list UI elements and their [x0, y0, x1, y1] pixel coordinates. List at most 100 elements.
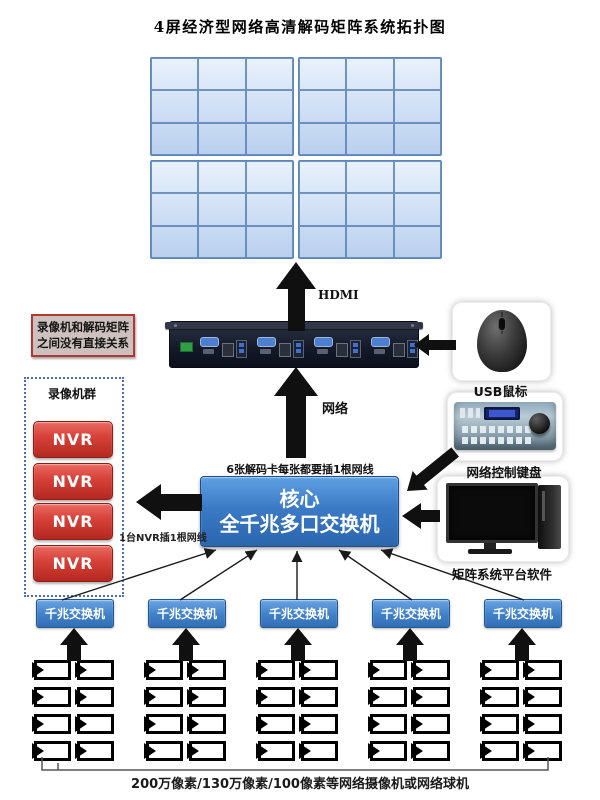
decoder-port-group	[369, 335, 418, 361]
wall-cell	[151, 122, 199, 155]
wall-panel	[298, 57, 442, 156]
cameras-to-switch-arrow	[508, 628, 536, 661]
camera-icon	[413, 714, 450, 734]
mouse-icon	[477, 310, 527, 372]
camera-cluster	[258, 660, 338, 761]
camera-types-note: 200万像素/130万像素/100像素等网络摄像机或网络球机	[131, 777, 469, 792]
camera-icon	[482, 660, 519, 680]
mouse-wheel-icon	[499, 318, 505, 330]
camera-icon	[525, 741, 562, 761]
camera-icon	[77, 687, 114, 707]
keyboard-lcd	[484, 407, 520, 420]
core-to-nvr-arrow	[136, 484, 202, 520]
camera-icon	[77, 741, 114, 761]
camera-icon	[146, 687, 183, 707]
screw-icon	[411, 324, 414, 327]
camera-cluster	[370, 660, 450, 761]
wall-cell	[299, 193, 347, 226]
wall-cell	[151, 58, 199, 91]
wall-cell	[245, 90, 293, 123]
nvr-box: NVR	[33, 545, 113, 582]
platform-pc-image	[437, 476, 569, 562]
wall-panel	[298, 160, 442, 259]
wall-cell	[198, 90, 246, 123]
edge-switch-box: 千兆交换机	[36, 599, 114, 628]
hdmi-port-icon	[203, 349, 214, 354]
nvr-box: NVR	[33, 463, 113, 500]
camera-icon	[370, 714, 407, 734]
decoder-rack-image	[165, 321, 423, 368]
camera-cluster	[146, 660, 226, 761]
diagram-title: 4屏经济型网络高清解码矩阵系统拓扑图	[153, 18, 447, 36]
wall-cell	[346, 90, 394, 123]
wall-cell	[151, 225, 199, 258]
nvr-box: NVR	[33, 503, 113, 540]
camera-icon	[146, 741, 183, 761]
wall-cell	[198, 225, 246, 258]
decoder-port-group	[198, 335, 247, 361]
terminal-block	[180, 342, 193, 352]
warning-line2: 之间没有直接关系	[37, 335, 129, 350]
nvr-group-label: 录像机群	[47, 387, 96, 401]
camera-icon	[146, 660, 183, 680]
switch4-to-core-line	[338, 549, 413, 601]
camera-icon	[34, 714, 71, 734]
control-keyboard-label: 网络控制键盘	[466, 465, 542, 480]
core-switch-box: 核心 全千兆多口交换机	[200, 476, 399, 547]
cameras-to-switch-arrow	[60, 628, 88, 661]
camera-cluster	[34, 660, 114, 761]
camera-icon	[34, 687, 71, 707]
camera-icon	[301, 714, 338, 734]
wall-cell	[245, 122, 293, 155]
wall-cell	[198, 193, 246, 226]
camera-icon	[370, 687, 407, 707]
mouse-to-decoder-arrow	[414, 334, 456, 356]
wall-cell	[393, 193, 441, 226]
monitor-icon	[446, 483, 538, 543]
wall-cell	[393, 122, 441, 155]
hdmi-port-icon	[374, 349, 385, 354]
video-wall	[150, 57, 442, 259]
usb-port-icon	[407, 340, 418, 358]
camera-icon	[370, 741, 407, 761]
camera-icon	[525, 660, 562, 680]
camera-icon	[189, 714, 226, 734]
camera-icon	[77, 660, 114, 680]
wall-cell	[346, 161, 394, 194]
camera-icon	[413, 741, 450, 761]
decoder-port-group	[255, 335, 304, 361]
keyboard-icon	[454, 402, 556, 450]
usb-port-icon	[293, 340, 304, 358]
wall-cell	[346, 122, 394, 155]
cameras-to-switch-arrow	[284, 628, 312, 661]
camera-icon	[370, 660, 407, 680]
vga-port-icon	[371, 337, 390, 347]
pc-to-core-arrow	[402, 503, 440, 529]
cameras-to-switch-arrow	[396, 628, 424, 661]
hdmi-label: HDMI	[318, 288, 359, 302]
camera-icon	[189, 741, 226, 761]
vga-port-icon	[314, 337, 333, 347]
wall-cell	[151, 90, 199, 123]
edge-switch-box: 千兆交换机	[484, 599, 562, 628]
warning-note-box: 录像机和解码矩阵 之间没有直接关系	[31, 314, 135, 357]
wall-panel	[150, 160, 294, 259]
wall-cell	[299, 122, 347, 155]
screw-icon	[174, 324, 177, 327]
wall-panel	[150, 57, 294, 156]
decoder-port-group	[312, 335, 361, 361]
ethernet-port-icon	[336, 343, 348, 357]
camera-icon	[189, 687, 226, 707]
decoder-card-note: 6张解码卡每张都要插1根网线	[226, 463, 374, 476]
wall-cell	[346, 193, 394, 226]
core-switch-line1: 核心	[279, 486, 320, 511]
wall-cell	[346, 225, 394, 258]
wall-cell	[393, 225, 441, 258]
wall-cell	[245, 193, 293, 226]
camera-icon	[301, 687, 338, 707]
edge-switch-box: 千兆交换机	[260, 599, 338, 628]
wall-cell	[198, 161, 246, 194]
camera-cluster	[482, 660, 562, 761]
usb-port-icon	[350, 340, 361, 358]
